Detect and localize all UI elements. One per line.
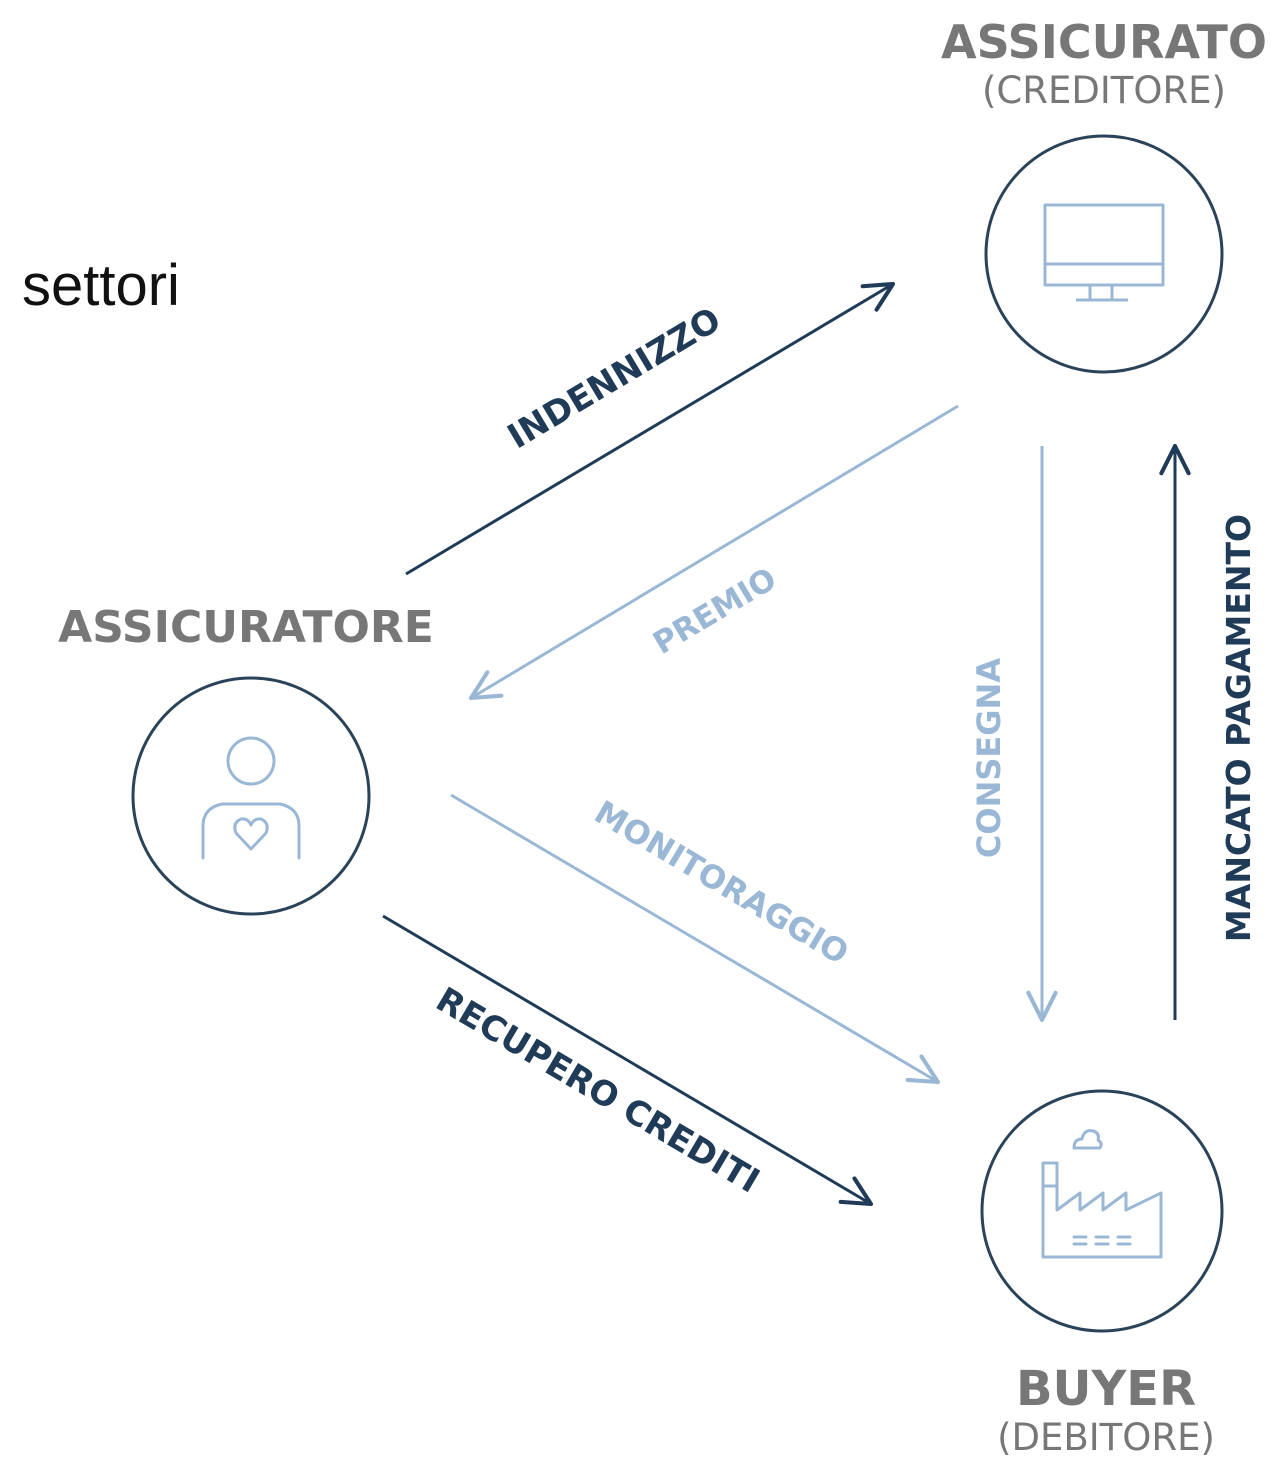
monitoraggio-label: MONITORAGGIO (588, 793, 855, 972)
mancato-pagamento-label: MANCATO PAGAMENTO (1219, 514, 1258, 942)
assicuratore-title: ASSICURATORE (58, 602, 434, 653)
factory-icon (1041, 1129, 1163, 1259)
assicurato-title: ASSICURATO (941, 15, 1267, 69)
premio-label: PREMIO (647, 561, 783, 662)
buyer-title: BUYER (1016, 1361, 1196, 1417)
indennizzo-label: INDENNIZZO (501, 300, 728, 457)
indennizzo-arrow (405, 281, 896, 576)
consegna-label: CONSEGNA (970, 658, 1008, 858)
assicuratore-node-circle (131, 676, 371, 916)
recupero-crediti-label: RECUPERO CREDITI (429, 980, 766, 1202)
stray-text: settori (22, 253, 180, 318)
recupero-crediti-arrow (382, 914, 874, 1207)
person-heart-icon (201, 736, 301, 860)
monitor-icon (1043, 203, 1165, 302)
buyer-subtitle: (DEBITORE) (997, 1416, 1215, 1458)
premio-arrow (468, 404, 959, 701)
assicurato-node-circle (984, 134, 1224, 374)
assicurato-subtitle: (CREDITORE) (982, 69, 1226, 112)
monitoraggio-arrow (450, 793, 941, 1085)
